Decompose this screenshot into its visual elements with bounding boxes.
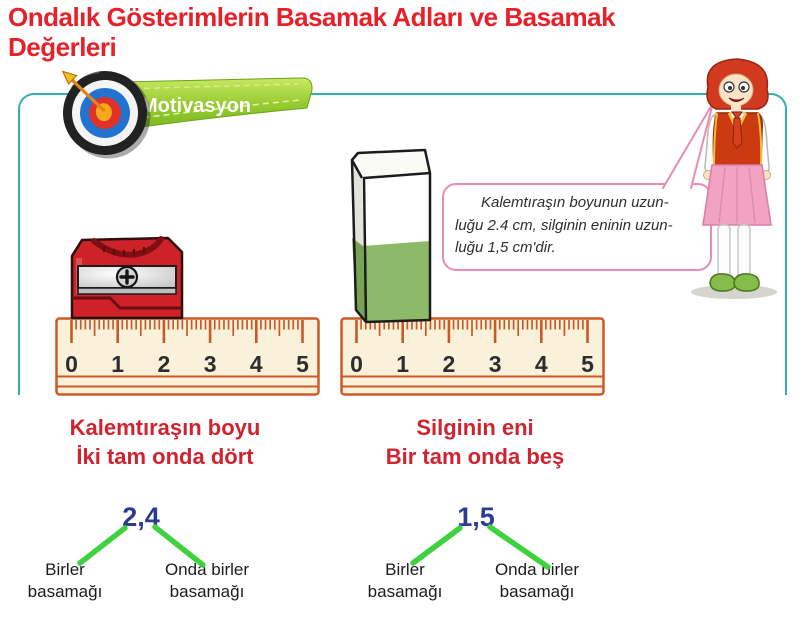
svg-text:2: 2	[158, 351, 171, 377]
girl-skirt-pleats	[718, 166, 756, 224]
girl-mouth	[728, 97, 745, 102]
svg-text:4: 4	[535, 351, 548, 377]
label-tenths-left: Onda birler basamağı	[137, 559, 277, 603]
svg-text:2: 2	[443, 351, 456, 377]
girl-vest-trim-side	[713, 112, 763, 166]
page-title: Ondalık Gösterimlerin Basamak Adları ve …	[8, 2, 788, 62]
svg-text:4: 4	[250, 351, 263, 377]
speech-line: luğu 1,5 cm'dir.	[455, 239, 556, 256]
label-ones-left-line1: Birler	[45, 560, 85, 579]
motivation-ribbon: ​ Motivasyon	[61, 69, 313, 159]
caption-sharpener: Kalemtıraşın boyu İki tam onda dört	[40, 413, 290, 471]
motivation-box	[18, 93, 787, 395]
svg-text:1: 1	[111, 351, 124, 377]
label-tenths-left-line2: basamağı	[169, 581, 245, 601]
label-ones-right-line2: basamağı	[367, 581, 443, 601]
ruler-right: 0 1 2 3 4 5	[340, 317, 605, 396]
caption-sharpener-line2: İki tam onda dört	[76, 444, 254, 470]
sharpener-grip-ribs	[103, 246, 145, 256]
speech-line: Kalemtıraşın boyunun uzun-	[481, 194, 669, 211]
branch-lines-right	[410, 524, 551, 570]
svg-text:5: 5	[296, 351, 309, 377]
caption-eraser-line2: Bir tam onda beş	[385, 444, 565, 470]
ruler-ticks-and-numbers: 0 1 2 3 4 5	[65, 320, 309, 377]
svg-text:0: 0	[350, 351, 363, 377]
eraser-outline	[350, 148, 432, 324]
label-tenths-right: Onda birler basamağı	[467, 559, 607, 603]
page-title-line1: Ondalık Gösterimlerin Basamak Adları ve …	[8, 2, 616, 32]
sharpener-blade-edge	[77, 287, 177, 295]
eraser-front-green	[363, 241, 430, 322]
sharpener-step-line	[72, 296, 182, 310]
girl-character	[691, 58, 777, 299]
speech-bubble-tail	[662, 102, 714, 189]
girl-tie-knot	[731, 111, 743, 120]
girl-tie	[732, 117, 743, 149]
girl-sock	[717, 224, 731, 278]
speech-line: luğu 2.4 cm, silginin eninin uzun-	[455, 216, 673, 234]
svg-text:3: 3	[489, 351, 502, 377]
caption-eraser-line1: Silginin eni	[416, 415, 534, 440]
eraser	[350, 148, 432, 324]
label-ones-left: Birler basamağı	[10, 559, 120, 603]
eraser-top-face	[358, 150, 430, 178]
branch-lines-left	[77, 524, 206, 568]
caption-eraser: Silginin eni Bir tam onda beş	[350, 413, 600, 471]
pencil-sharpener	[70, 236, 184, 320]
label-tenths-right-line1: Onda birler	[494, 560, 580, 579]
ribbon-label: Motivasyon	[141, 95, 251, 117]
girl-pupil	[728, 86, 732, 90]
svg-text:0: 0	[65, 351, 78, 377]
sharpener-screw-cross	[119, 269, 135, 285]
ruler-left: 0 1 2 3 4 5	[55, 317, 320, 396]
svg-text:1: 1	[396, 351, 409, 377]
label-tenths-right-line2: basamağı	[499, 581, 575, 601]
page-title-line2: Değerleri	[8, 32, 117, 63]
girl-sock	[737, 224, 751, 278]
caption-sharpener-line1: Kalemtıraşın boyu	[69, 415, 261, 440]
svg-text:5: 5	[581, 351, 594, 377]
girl-fringe	[718, 65, 756, 83]
svg-text:3: 3	[204, 351, 217, 377]
girl-shoe	[733, 273, 760, 292]
girl-pupil	[741, 86, 745, 90]
dartboard-target-icon	[61, 69, 151, 159]
sharpener-grip	[91, 236, 164, 258]
label-ones-left-line2: basamağı	[27, 581, 103, 601]
speech-bubble: Kalemtıraşın boyunun uzun- luğu 2.4 cm, …	[442, 183, 712, 271]
girl-neck	[731, 104, 741, 113]
girl-shoe	[709, 273, 736, 292]
label-tenths-left-line1: Onda birler	[164, 560, 250, 579]
